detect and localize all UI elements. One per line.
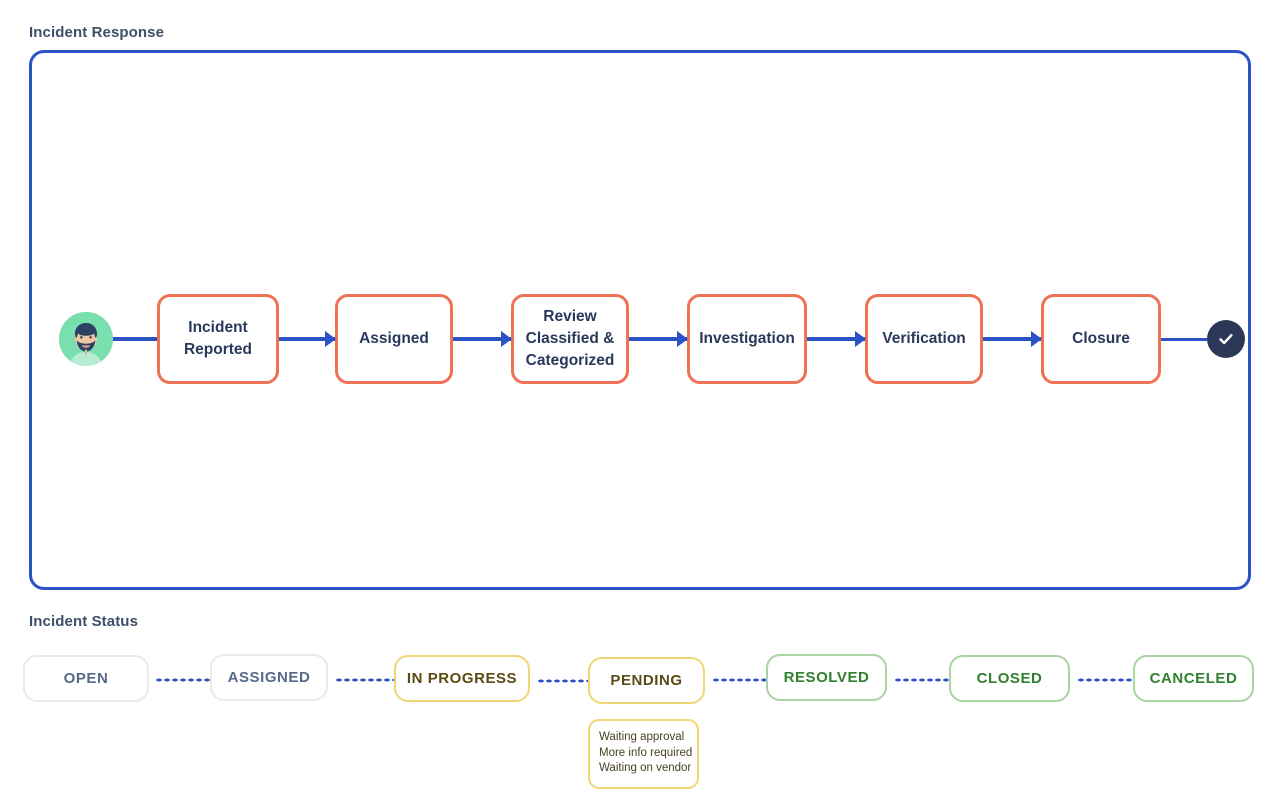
connector-node6-to-end <box>1161 337 1207 341</box>
flow-node-label: Incident Reported <box>183 319 253 358</box>
connector-node3-to-node4 <box>629 337 687 341</box>
incident-flow-row: Incident Reported Assigned Review Classi… <box>32 284 1254 394</box>
status-connector-open-assigned <box>155 678 223 682</box>
status-pill-closed[interactable]: CLOSED <box>949 655 1070 702</box>
status-pill-pending[interactable]: PENDING <box>588 657 705 704</box>
status-pill-open[interactable]: OPEN <box>23 655 149 702</box>
status-connector-resolved-closed <box>894 678 962 682</box>
status-connector-pending-resolved <box>712 678 780 682</box>
status-pill-resolved[interactable]: RESOLVED <box>766 654 887 701</box>
connector-start-to-node1 <box>113 337 157 341</box>
pending-substatus-box: Waiting approval More info required Wait… <box>588 719 699 789</box>
pending-substatus-item: Waiting approval <box>599 731 685 743</box>
connector-node5-to-node6 <box>983 337 1041 341</box>
connector-node2-to-node3 <box>453 337 511 341</box>
flow-node-label: Assigned <box>359 330 429 347</box>
flow-node-label: Investigation <box>699 330 795 347</box>
user-avatar-icon <box>59 312 113 366</box>
check-circle-icon <box>1207 320 1245 358</box>
flow-node-assigned[interactable]: Assigned <box>335 294 453 384</box>
flow-node-label: Verification <box>882 330 966 347</box>
flow-node-label: Closure <box>1072 330 1130 347</box>
connector-node4-to-node5 <box>807 337 865 341</box>
flow-node-verification[interactable]: Verification <box>865 294 983 384</box>
flow-node-investigation[interactable]: Investigation <box>687 294 807 384</box>
status-section-title: Incident Status <box>29 613 139 630</box>
flow-node-closure[interactable]: Closure <box>1041 294 1161 384</box>
pending-substatus-item: More info required <box>599 746 693 759</box>
flow-section-title: Incident Response <box>29 24 165 41</box>
flow-node-incident-reported[interactable]: Incident Reported <box>157 294 279 384</box>
incident-response-container: Incident Reported Assigned Review Classi… <box>29 50 1251 590</box>
incident-status-row: OPEN ASSIGNED IN PROGRESS PENDING RESOLV… <box>23 648 1268 710</box>
connector-node1-to-node2 <box>279 337 335 341</box>
status-pill-in-progress[interactable]: IN PROGRESS <box>394 655 530 702</box>
status-pill-canceled[interactable]: CANCELED <box>1133 655 1254 702</box>
status-connector-closed-canceled <box>1077 678 1145 682</box>
flow-node-review-classified-categorized[interactable]: Review Classified & Categorized <box>511 294 629 384</box>
status-connector-inprogress-pending <box>537 679 605 683</box>
pending-substatus-item: Waiting on vendor <box>599 762 692 775</box>
status-pill-assigned[interactable]: ASSIGNED <box>210 654 328 701</box>
flow-node-label: Review Classified & Categorized <box>525 308 615 369</box>
status-connector-assigned-inprogress <box>335 678 403 682</box>
